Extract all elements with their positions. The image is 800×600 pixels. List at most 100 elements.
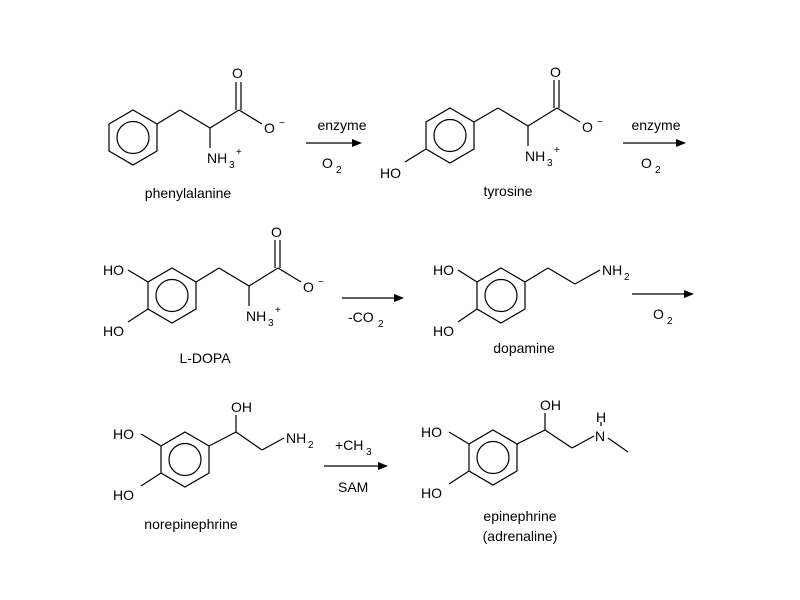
charge-label: − bbox=[318, 277, 324, 288]
bond bbox=[235, 431, 263, 451]
subscript: 2 bbox=[378, 319, 384, 330]
charge-label: − bbox=[597, 117, 603, 128]
charge-label: + bbox=[275, 305, 281, 316]
bond bbox=[457, 269, 478, 283]
hydroxyl-label: HO bbox=[433, 262, 454, 278]
bond bbox=[527, 107, 558, 127]
benzene-ring bbox=[160, 431, 210, 488]
bond bbox=[556, 107, 581, 123]
bond bbox=[195, 267, 220, 283]
subscript: 2 bbox=[308, 440, 314, 451]
hydrogen-label: H bbox=[596, 409, 606, 425]
molecule-name: norepinephrine bbox=[144, 516, 238, 532]
bond bbox=[457, 308, 478, 323]
bond bbox=[218, 267, 250, 287]
arrowhead bbox=[378, 462, 388, 470]
amine-label: NH bbox=[246, 308, 266, 324]
reagent-label: O bbox=[322, 155, 333, 171]
molecule-name: dopamine bbox=[493, 340, 555, 356]
reaction-arrow: enzyme O 2 bbox=[623, 117, 686, 176]
oxygen-label: O bbox=[550, 64, 561, 80]
benzene-ring bbox=[468, 429, 518, 486]
charge-label: + bbox=[554, 145, 560, 156]
oxygen-label: O bbox=[264, 120, 275, 136]
subscript: 2 bbox=[667, 316, 673, 327]
subscript: 2 bbox=[624, 272, 630, 283]
oxygen-label: O bbox=[303, 279, 314, 295]
hydroxyl-label: HO bbox=[113, 426, 134, 442]
bond bbox=[277, 267, 302, 283]
bond bbox=[209, 109, 240, 129]
reagent-label: O bbox=[653, 306, 664, 322]
benzene-ring bbox=[425, 107, 475, 164]
aromatic-circle bbox=[433, 118, 467, 153]
bond bbox=[404, 148, 427, 163]
bond bbox=[544, 429, 573, 449]
bond bbox=[571, 435, 595, 449]
reagent-label: SAM bbox=[338, 479, 368, 495]
oxygen-label: O bbox=[232, 65, 243, 81]
subscript: 3 bbox=[268, 318, 274, 329]
bond bbox=[261, 437, 285, 451]
amine-label: NH bbox=[602, 262, 622, 278]
reaction-arrow: O 2 bbox=[632, 290, 694, 327]
hydroxyl-label: HO bbox=[103, 262, 124, 278]
bond bbox=[497, 107, 529, 127]
amine-label: NH bbox=[286, 430, 306, 446]
bond bbox=[547, 267, 576, 285]
bond bbox=[156, 109, 181, 125]
reagent-label: +CH bbox=[335, 437, 363, 453]
bond bbox=[179, 109, 211, 129]
bond bbox=[448, 470, 470, 485]
hydroxyl-label: OH bbox=[540, 397, 561, 413]
reagent-label: enzyme bbox=[317, 117, 366, 133]
bond bbox=[238, 109, 263, 125]
subscript: 2 bbox=[336, 165, 342, 176]
nitrogen-label: N bbox=[595, 428, 605, 444]
charge-label: − bbox=[279, 118, 285, 129]
bond bbox=[607, 437, 629, 453]
phenylalanine-structure: O O − NH 3 + phenylalanine bbox=[108, 65, 285, 201]
bond bbox=[208, 431, 237, 447]
aromatic-circle bbox=[168, 442, 202, 477]
aromatic-circle bbox=[155, 278, 189, 313]
bond bbox=[127, 269, 149, 283]
amine-label: NH bbox=[207, 150, 227, 166]
arrowhead bbox=[394, 294, 404, 302]
molecule-name: epinephrine bbox=[483, 508, 556, 524]
arrowhead bbox=[676, 139, 686, 147]
epinephrine-structure: HO HO OH H N epinephrine (adrenaline) bbox=[421, 397, 629, 544]
bond bbox=[473, 107, 499, 123]
benzene-ring bbox=[147, 267, 197, 324]
ldopa-structure: HO HO O O − NH 3 + L-DOPA bbox=[103, 224, 324, 366]
subscript: 3 bbox=[229, 160, 235, 171]
molecule-name: phenylalanine bbox=[145, 185, 232, 201]
norepinephrine-structure: HO HO OH NH 2 norepinephrine bbox=[113, 399, 314, 532]
aromatic-circle bbox=[484, 278, 518, 313]
hydroxyl-label: HO bbox=[421, 424, 442, 440]
arrowhead bbox=[352, 139, 362, 147]
subscript: 2 bbox=[655, 165, 661, 176]
amine-label: NH bbox=[525, 148, 545, 164]
aromatic-circle bbox=[476, 440, 510, 475]
molecule-name: L-DOPA bbox=[179, 350, 231, 366]
charge-label: + bbox=[236, 147, 242, 158]
bond bbox=[248, 267, 279, 287]
aromatic-circle bbox=[116, 120, 150, 155]
benzene-ring bbox=[476, 267, 526, 324]
hydroxyl-label: HO bbox=[433, 323, 454, 339]
reagent-label: O bbox=[641, 155, 652, 171]
oxygen-label: O bbox=[271, 224, 282, 240]
hydroxyl-label: HO bbox=[421, 485, 442, 501]
bond bbox=[140, 472, 162, 487]
reagent-label: enzyme bbox=[631, 117, 680, 133]
subscript: 3 bbox=[366, 447, 372, 458]
bond bbox=[448, 431, 470, 445]
benzene-ring bbox=[108, 109, 158, 166]
hydroxyl-label: OH bbox=[231, 399, 252, 415]
bond bbox=[524, 267, 549, 283]
reagent-label: -CO bbox=[348, 309, 374, 325]
reaction-arrow: -CO 2 bbox=[342, 294, 404, 330]
bond bbox=[516, 429, 546, 445]
